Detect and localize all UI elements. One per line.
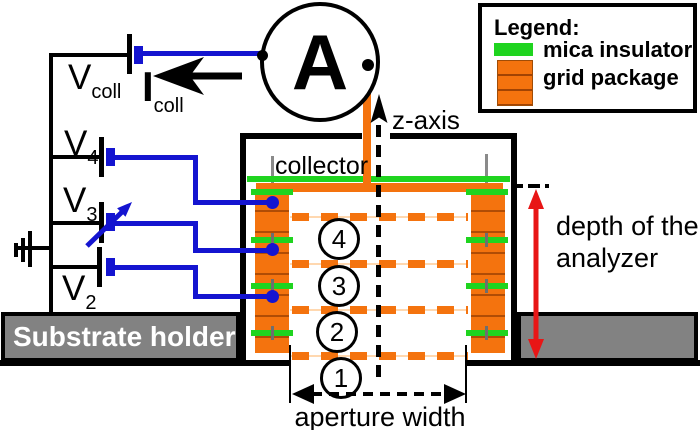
analyzer-wall-right: [511, 133, 517, 366]
grid-package-column-right: [471, 191, 505, 353]
legend-title: Legend:: [494, 15, 580, 40]
ammeter-circle: A: [260, 2, 380, 122]
aperture-arrow-head-right: [444, 384, 466, 404]
z-axis-dashed-line: [376, 125, 381, 378]
v4-label-sub: 4: [87, 147, 99, 169]
ground-bar-mid: [21, 238, 25, 262]
icoll-arrow-head: [153, 57, 204, 95]
grid-pin-right-2: [485, 233, 488, 247]
v3-wire-blue-v: [193, 221, 198, 253]
grid-number-4: 4: [318, 218, 360, 260]
substrate-holder-left: Substrate holder: [1, 312, 240, 362]
v4-label-base: V: [64, 124, 88, 163]
v3-label-sub: 3: [86, 204, 98, 226]
vcoll-label-base: V: [68, 58, 92, 97]
ammeter-left-node-dot: [257, 50, 268, 61]
collector-pin-left: [271, 156, 274, 190]
icoll-label: Icoll: [142, 63, 184, 117]
z-axis-arrow-head: [370, 94, 388, 123]
aperture-extent-line-right: [465, 345, 467, 403]
v3-label: V3: [63, 181, 97, 226]
depth-label-line2: analyzer: [556, 243, 659, 273]
analyzer-wall-top-left: [240, 133, 362, 139]
v4-battery-terminal: [106, 148, 115, 166]
legend-mica-label: mica insulator: [543, 37, 693, 62]
v3-wire-blue-h2: [193, 248, 275, 253]
v3-variable-arrow-head: [117, 202, 132, 217]
v3-wire-blue-h1: [113, 221, 195, 226]
circuit-trunk-wire: [49, 53, 53, 312]
collector-label: collector: [275, 152, 369, 180]
v2-battery-plate: [97, 247, 102, 287]
grid-package-column-left: [255, 191, 289, 353]
icoll-label-sub: coll: [153, 95, 184, 117]
ammeter-right-node-dot: [362, 59, 374, 71]
baseplate-line-right: [467, 360, 700, 366]
depth-arrow-head-bottom: [528, 339, 544, 359]
vcoll-battery-plate: [127, 34, 132, 74]
legend-grid-swatch: [497, 60, 533, 106]
grid-pin-right-4: [485, 326, 488, 340]
grid2-connection-dot: [266, 290, 279, 303]
icoll-label-base: I: [142, 63, 154, 110]
v2-wire-blue-h2: [193, 294, 275, 299]
depth-label-line1: depth of the: [556, 211, 699, 241]
collector-pin-right: [485, 154, 488, 190]
ammeter-label: A: [291, 17, 349, 106]
v4-wire-blue-v: [193, 155, 198, 205]
vcoll-label-sub: coll: [91, 81, 122, 103]
grid-number-4-text: 4: [331, 223, 347, 254]
ground-bar-long: [28, 231, 32, 267]
v4-wire-blue-h2: [193, 200, 275, 205]
v2-wire-blue-h1: [115, 265, 195, 270]
v2-label-base: V: [62, 269, 86, 308]
vcoll-battery-terminal: [134, 46, 143, 64]
grid-pin-left-4: [271, 326, 274, 340]
grid-number-3: 3: [318, 265, 360, 307]
v2-label-sub: 2: [85, 292, 97, 314]
v3-wire-black: [49, 221, 101, 225]
aperture-arrow-head-left: [292, 384, 314, 404]
v4-battery-plate: [99, 137, 104, 177]
v4-wire-blue-h1: [115, 155, 195, 160]
vcoll-wire-black: [49, 53, 129, 57]
grid-number-2: 2: [316, 311, 358, 353]
aperture-extent-line-left: [289, 345, 291, 403]
vcoll-wire-blue: [143, 51, 263, 56]
grid4-connection-dot: [266, 196, 279, 209]
grid-number-3-text: 3: [331, 270, 347, 301]
z-axis-label: z-axis: [392, 105, 460, 135]
v3-variable-arrow-shaft: [85, 210, 124, 248]
v2-battery-terminal: [106, 258, 115, 276]
analyzer-wall-top-right: [390, 133, 517, 139]
v3-label-base: V: [63, 181, 87, 220]
depth-arrow-head-top: [528, 189, 544, 209]
grid3-connection-dot: [266, 243, 279, 256]
v2-label: V2: [62, 269, 96, 314]
v2-wire-blue-v: [193, 265, 198, 299]
collector-feed-line: [363, 64, 371, 186]
substrate-holder-label: Substrate holder: [13, 321, 236, 352]
grid-number-1-text: 1: [333, 362, 349, 393]
v4-label: V4: [64, 124, 98, 169]
grid-number-2-text: 2: [329, 316, 345, 347]
mica-insulator-left-1: [251, 189, 293, 195]
aperture-width-label: aperture width: [294, 402, 466, 430]
v2-wire-black: [49, 265, 99, 269]
mica-insulator-right-1: [466, 189, 508, 195]
ground-lead: [14, 246, 51, 250]
legend-box: Legend: mica insulator grid package: [478, 3, 697, 113]
grid-pin-left-3: [271, 279, 274, 293]
vcoll-label: Vcoll: [68, 58, 121, 103]
legend-mica-swatch: [494, 43, 533, 56]
ground-bar-short: [14, 243, 18, 257]
grid-pin-left-2: [271, 233, 274, 247]
v3-battery-plate: [99, 202, 104, 243]
baseplate-line-left: [0, 360, 291, 366]
grid-number-1: 1: [320, 357, 362, 399]
v4-wire-black: [49, 155, 101, 159]
legend-grid-label: grid package: [543, 65, 679, 90]
grid-pin-right-3: [485, 279, 488, 293]
